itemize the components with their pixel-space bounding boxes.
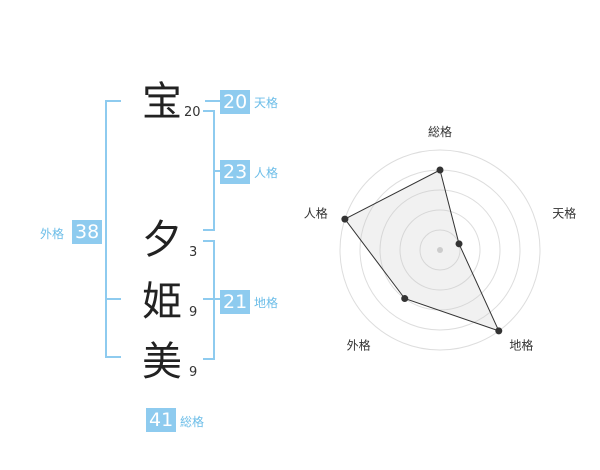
radar-axis-label-2: 天格	[552, 206, 576, 221]
radar-axis-label-4: 外格	[347, 338, 371, 353]
radar-point-4	[401, 295, 409, 303]
name-char-2: 夕	[142, 217, 182, 263]
jinkaku-label: 人格	[254, 166, 279, 180]
gaikaku-bracket	[105, 100, 121, 358]
soukaku-value-badge: 41	[146, 408, 177, 432]
radar-point-3	[495, 327, 503, 335]
chikaku-label: 地格	[254, 296, 279, 310]
name-char-3: 姫	[142, 279, 182, 325]
radar-axis-label-5: 人格	[304, 206, 328, 221]
radar-point-2	[455, 240, 463, 248]
radar-axis-label-1: 総格	[428, 124, 452, 139]
radar-center-dot	[437, 247, 443, 253]
gaikaku-label: 外格	[40, 227, 65, 241]
tenkaku-bracket	[205, 100, 220, 102]
soukaku-label: 総格	[180, 415, 205, 429]
chikaku-bracket	[203, 240, 215, 360]
chikaku-value-badge: 21	[220, 290, 251, 314]
radar-ring-3	[379, 189, 501, 311]
stroke-count-3: 9	[189, 305, 198, 320]
radar-polygon	[344, 169, 500, 332]
name-char-1: 宝	[142, 79, 182, 125]
stroke-count-2: 3	[189, 245, 198, 260]
gaikaku-bracket-tick	[105, 298, 121, 300]
radar-ring-1	[419, 229, 461, 271]
radar-axis-label-3: 地格	[509, 338, 533, 353]
stroke-count-1: 20	[184, 105, 201, 120]
jinkaku-value-badge: 23	[220, 160, 251, 184]
radar-ring-5	[339, 149, 541, 351]
tenkaku-value-badge: 20	[220, 90, 251, 114]
chikaku-bracket-tick	[203, 298, 221, 300]
radar-point-5	[341, 215, 349, 223]
radar-point-1	[436, 166, 444, 174]
jinkaku-bracket-tick	[215, 170, 221, 172]
tenkaku-label: 天格	[254, 96, 279, 110]
radar-ring-2	[399, 209, 481, 291]
jinkaku-bracket	[203, 110, 215, 231]
name-char-4: 美	[142, 339, 182, 385]
stroke-count-4: 9	[189, 365, 198, 380]
gaikaku-value-badge: 38	[72, 220, 103, 244]
